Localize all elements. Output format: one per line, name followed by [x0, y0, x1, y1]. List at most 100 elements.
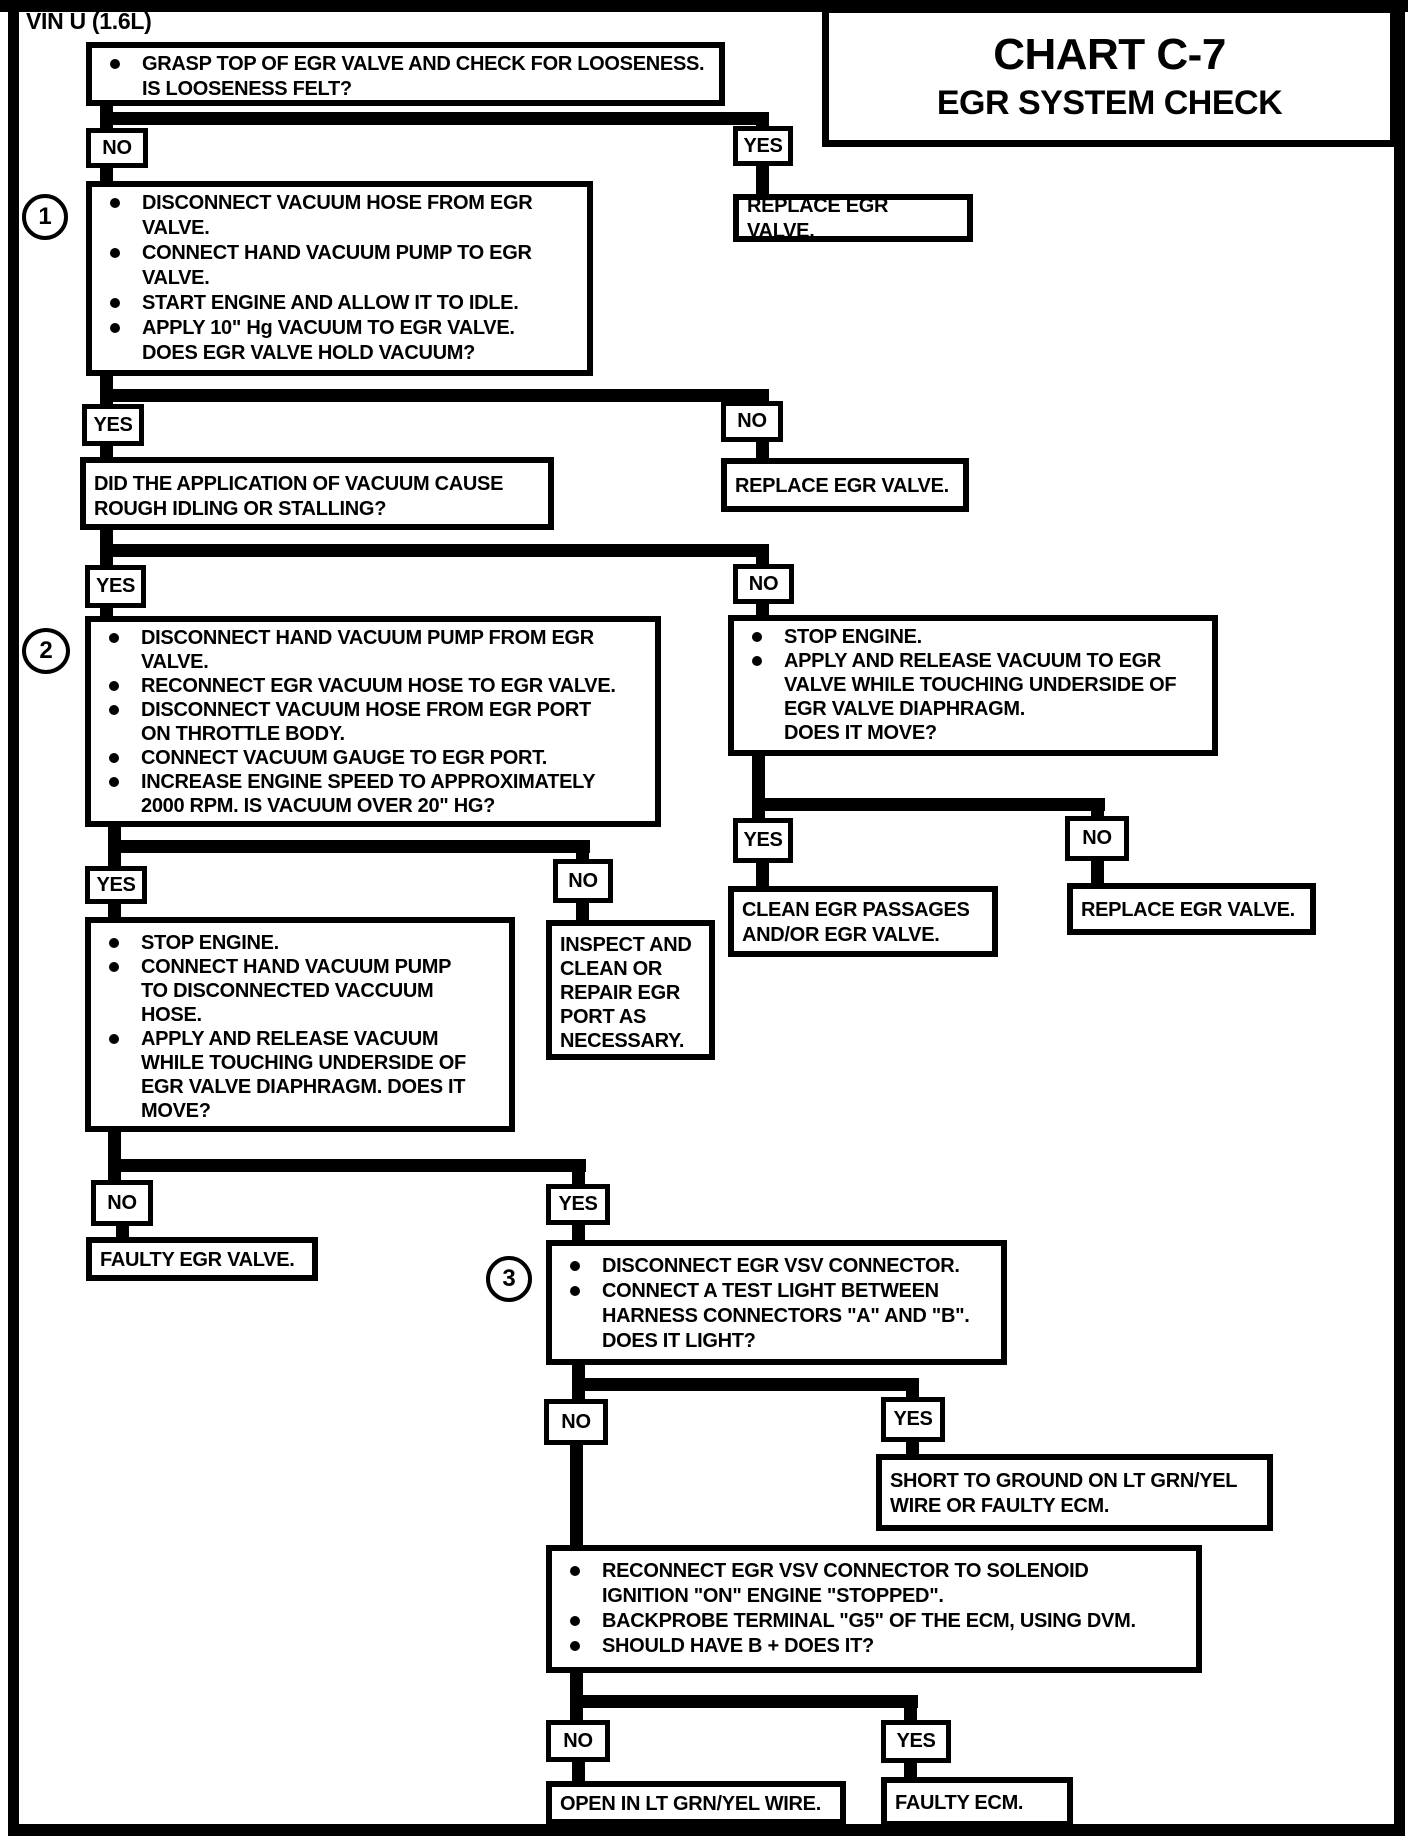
chart-subtitle: EGR SYSTEM CHECK	[936, 83, 1283, 122]
bullet-icon	[110, 59, 120, 69]
title-box: CHART C-7 EGR SYSTEM CHECK	[822, 6, 1397, 147]
replace-egr-valve-box-1: REPLACE EGR VALVE.	[733, 194, 973, 242]
connector-line	[756, 440, 769, 458]
connector-line	[1091, 859, 1104, 884]
bullet-icon	[109, 681, 119, 691]
connector-line	[756, 555, 769, 565]
yes-label: YES	[82, 404, 144, 446]
connector-line	[108, 851, 121, 867]
chart-title: CHART C-7	[993, 29, 1226, 79]
replace-egr-valve-box-3: REPLACE EGR VALVE.	[1067, 883, 1316, 935]
connector-line	[100, 444, 113, 458]
no-label: NO	[546, 1720, 610, 1762]
replace-egr-valve-box-2: REPLACE EGR VALVE.	[721, 458, 969, 512]
bullet-icon	[109, 777, 119, 787]
connector-line	[100, 400, 113, 406]
connector-line	[572, 1760, 585, 1782]
connector-line	[100, 528, 113, 546]
bullet-icon	[109, 705, 119, 715]
bullet-icon	[570, 1261, 580, 1271]
connector-line	[100, 389, 769, 402]
step-marker-1: 1	[22, 194, 68, 240]
connector-line	[756, 602, 769, 616]
connector-line	[100, 544, 769, 557]
faulty-egr-valve-box: FAULTY EGR VALVE.	[86, 1237, 318, 1281]
connector-line	[100, 112, 769, 125]
connector-line	[904, 1761, 917, 1778]
connector-line	[752, 754, 765, 800]
connector-line	[570, 1443, 583, 1546]
no-label: NO	[721, 401, 783, 442]
connector-line	[108, 1170, 121, 1181]
connector-line	[572, 1170, 585, 1185]
connector-line	[116, 1224, 129, 1238]
check-looseness-box: GRASP TOP OF EGR VALVE AND CHECK FOR LOO…	[86, 42, 725, 106]
connector-line	[100, 555, 113, 566]
bullet-icon	[570, 1641, 580, 1651]
connector-line	[756, 123, 769, 128]
connector-line	[576, 901, 589, 921]
bullet-icon	[752, 656, 762, 666]
yes-label: YES	[733, 126, 793, 166]
connector-line	[906, 1440, 919, 1455]
bullet-icon	[109, 962, 119, 972]
connector-line	[108, 840, 590, 853]
step-marker-3: 3	[486, 1256, 532, 1302]
yes-label: YES	[881, 1397, 945, 1442]
connector-line	[756, 861, 769, 887]
no-label: NO	[86, 128, 148, 168]
no-label: NO	[733, 564, 794, 604]
connector-line	[572, 1363, 585, 1380]
bullet-icon	[110, 323, 120, 333]
bullet-icon	[752, 632, 762, 642]
bullet-icon	[109, 753, 119, 763]
connector-line	[570, 1671, 583, 1697]
faulty-ecm-box: FAULTY ECM.	[881, 1777, 1073, 1827]
yes-label: YES	[85, 565, 146, 608]
no-label: NO	[544, 1399, 608, 1445]
diaphragm-check-box: STOP ENGINE.APPLY AND RELEASE VACUUM TO …	[728, 615, 1218, 756]
bullet-icon	[109, 938, 119, 948]
connector-line	[1091, 809, 1104, 817]
connector-line	[108, 902, 121, 918]
bullet-icon	[110, 248, 120, 258]
bullet-icon	[109, 1034, 119, 1044]
bullet-icon	[570, 1616, 580, 1626]
bullet-icon	[570, 1286, 580, 1296]
vin-label: VIN U (1.6L)	[26, 8, 152, 34]
connector-line	[108, 1130, 121, 1161]
connector-line	[100, 374, 113, 391]
connector-line	[100, 166, 113, 181]
open-wire-box: OPEN IN LT GRN/YEL WIRE.	[546, 1781, 846, 1825]
no-label: NO	[91, 1180, 153, 1226]
bullet-icon	[570, 1566, 580, 1576]
yes-label: YES	[546, 1184, 610, 1225]
no-label: NO	[553, 859, 613, 903]
connector-line	[752, 809, 765, 819]
connector-line	[576, 851, 589, 860]
step3-test-light-box: DISCONNECT EGR VSV CONNECTOR.CONNECT A T…	[546, 1240, 1007, 1365]
page-border-bottom	[8, 1824, 1405, 1836]
step-marker-2: 2	[22, 628, 70, 674]
page-border-left	[8, 0, 19, 1836]
yes-label: YES	[881, 1720, 951, 1763]
bullet-icon	[110, 298, 120, 308]
yes-label: YES	[85, 866, 147, 904]
connector-line	[108, 1159, 586, 1172]
connector-line	[570, 1706, 583, 1721]
connector-line	[570, 1695, 918, 1708]
bullet-icon	[109, 633, 119, 643]
no-label: NO	[1065, 816, 1129, 861]
connector-line	[906, 1389, 919, 1398]
connector-line	[100, 606, 113, 617]
connector-line	[904, 1706, 917, 1721]
connector-line	[572, 1389, 585, 1400]
